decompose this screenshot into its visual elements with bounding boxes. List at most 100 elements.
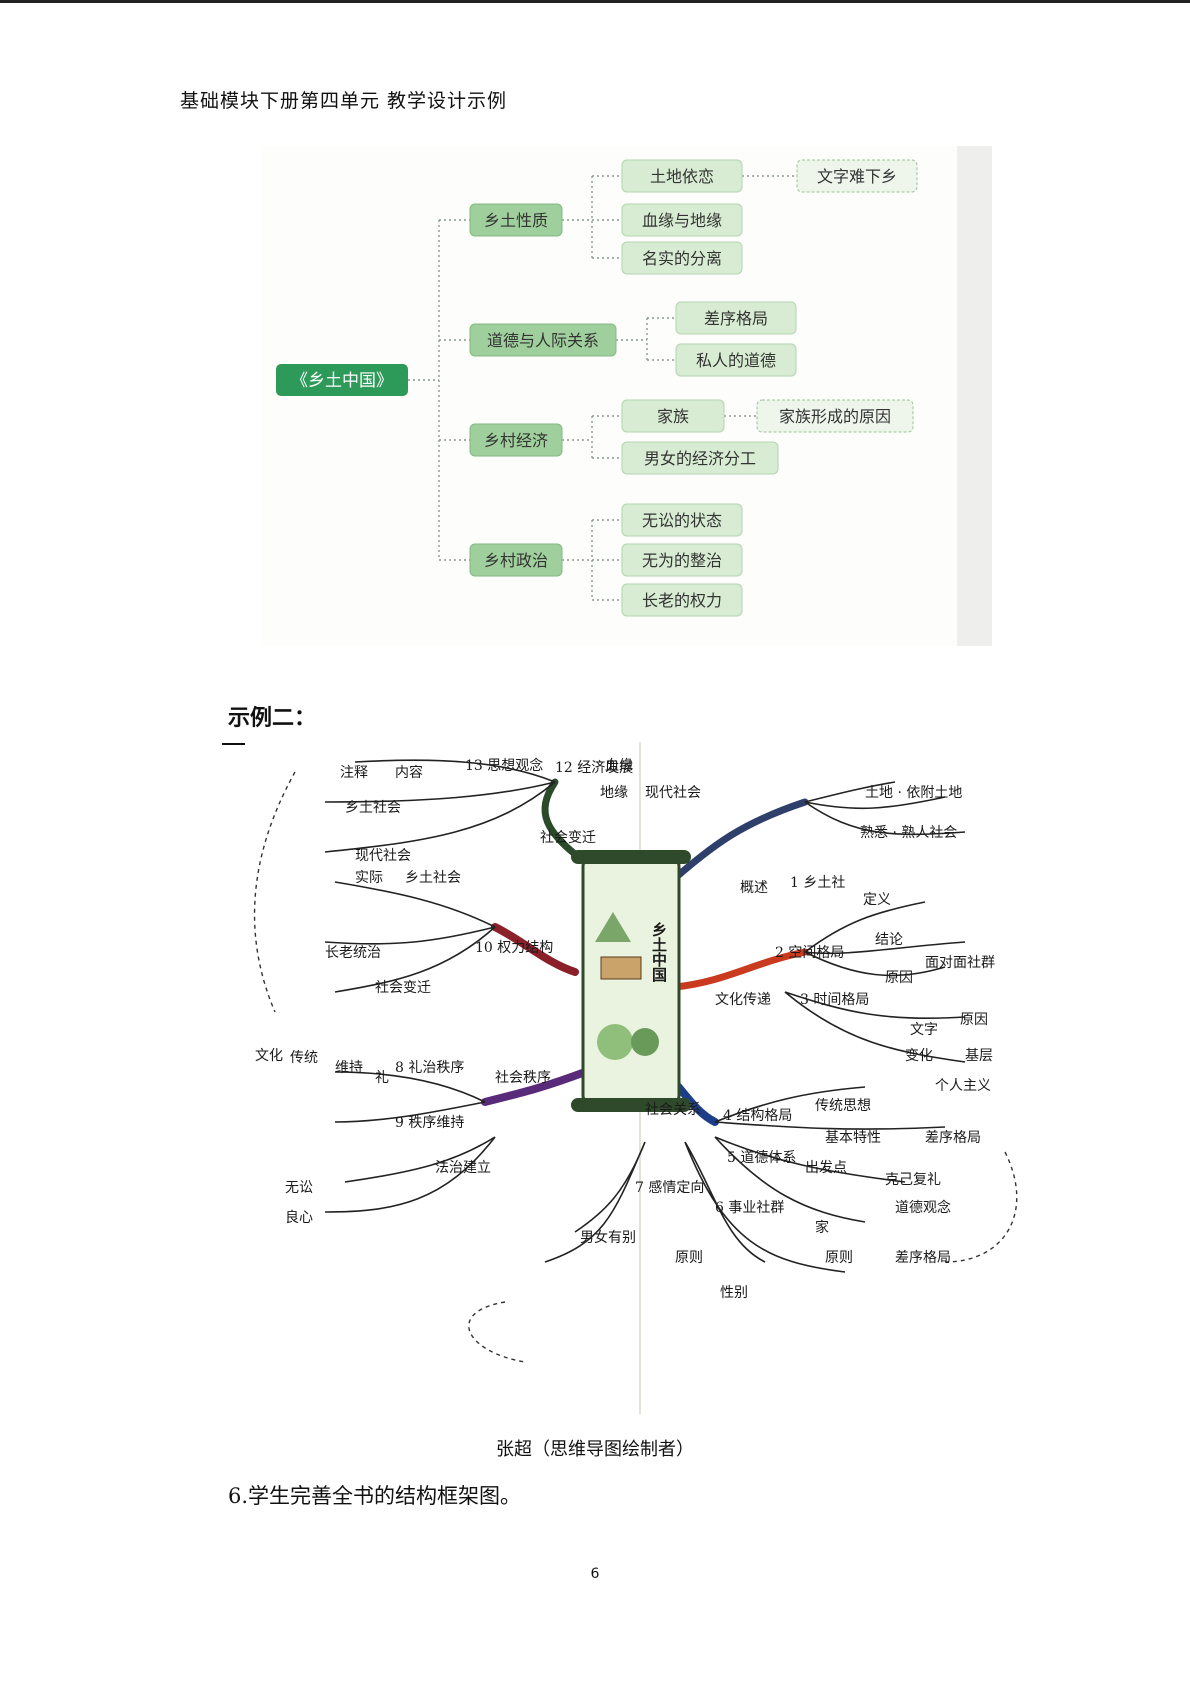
svg-text:5 道德体系: 5 道德体系 xyxy=(727,1150,796,1166)
tree-branch-node: 乡村政治 xyxy=(469,543,563,577)
figure-caption: 张超（思维导图绘制者） xyxy=(496,1439,694,1460)
svg-text:个人主义: 个人主义 xyxy=(935,1078,991,1094)
svg-text:乡土性质: 乡土性质 xyxy=(484,211,548,230)
svg-text:现代社会: 现代社会 xyxy=(355,848,411,864)
svg-text:血缘与地缘: 血缘与地缘 xyxy=(642,211,722,230)
tree-leaf-node: 名实的分离 xyxy=(621,241,743,275)
svg-text:3 时间格局: 3 时间格局 xyxy=(800,992,869,1008)
tree-branch-node: 道德与人际关系 xyxy=(469,323,617,357)
svg-text:6 事业社群: 6 事业社群 xyxy=(715,1200,784,1216)
svg-text:出发点: 出发点 xyxy=(805,1160,847,1176)
svg-text:熟悉 · 熟人社会: 熟悉 · 熟人社会 xyxy=(860,825,957,841)
mind-map-center-scroll xyxy=(571,850,691,1112)
svg-text:7 感情定向: 7 感情定向 xyxy=(635,1179,704,1196)
svg-text:9 秩序维持: 9 秩序维持 xyxy=(395,1115,464,1131)
svg-text:原则: 原则 xyxy=(825,1250,853,1266)
tree-leaf-node: 无为的整治 xyxy=(621,543,743,577)
svg-text:文字: 文字 xyxy=(910,1022,938,1038)
structure-tree-diagram: 《乡土中国》 乡土性质 道德与人际关系 乡村经济 乡村政治 土地依恋 血缘与地缘… xyxy=(262,146,992,646)
svg-text:社会秩序: 社会秩序 xyxy=(495,1070,551,1086)
svg-text:社会关系: 社会关系 xyxy=(645,1102,701,1118)
svg-text:道德与人际关系: 道德与人际关系 xyxy=(487,331,599,350)
svg-text:社会变迁: 社会变迁 xyxy=(540,830,596,846)
hand-drawn-mind-map: 乡土中国 1 乡土社 概述 土地 · 依附土地 熟悉 · 熟人社会 2 空间格局… xyxy=(245,742,1045,1414)
svg-text:10 权力结构: 10 权力结构 xyxy=(475,940,553,956)
mind-map-branch-labels: 1 乡土社 概述 土地 · 依附土地 熟悉 · 熟人社会 2 空间格局 定义 结… xyxy=(255,757,995,1301)
tree-branch-node: 乡土性质 xyxy=(469,203,563,237)
svg-text:乡土社会: 乡土社会 xyxy=(345,800,401,816)
tree-extra-node: 家族形成的原因 xyxy=(756,399,914,433)
svg-text:传统思想: 传统思想 xyxy=(815,1098,871,1114)
svg-text:无讼: 无讼 xyxy=(285,1180,313,1196)
svg-text:良心: 良心 xyxy=(285,1210,313,1226)
tree-leaf-node: 差序格局 xyxy=(675,301,797,335)
svg-text:无为的整治: 无为的整治 xyxy=(642,551,722,570)
svg-text:面对面社群: 面对面社群 xyxy=(925,955,995,971)
svg-text:原则: 原则 xyxy=(675,1250,703,1266)
svg-text:长老的权力: 长老的权力 xyxy=(642,591,722,610)
svg-text:12 经济发展: 12 经济发展 xyxy=(555,760,633,776)
section-title: 示例二： xyxy=(228,706,317,731)
svg-text:家: 家 xyxy=(815,1219,829,1236)
svg-text:乡村政治: 乡村政治 xyxy=(484,551,548,570)
tree-branch-node: 乡村经济 xyxy=(469,423,563,457)
svg-text:无讼的状态: 无讼的状态 xyxy=(642,511,722,530)
svg-text:法治建立: 法治建立 xyxy=(435,1160,491,1176)
page-header: 基础模块下册第四单元 教学设计示例 xyxy=(180,90,508,112)
mind-map-center-label: 乡土中国 xyxy=(650,921,668,983)
svg-text:基层: 基层 xyxy=(965,1047,993,1064)
svg-text:13 思想观念: 13 思想观念 xyxy=(465,757,543,774)
svg-text:文化传递: 文化传递 xyxy=(715,992,771,1008)
svg-text:实际: 实际 xyxy=(355,870,383,886)
svg-text:道德观念: 道德观念 xyxy=(895,1199,951,1216)
svg-text:私人的道德: 私人的道德 xyxy=(696,351,776,370)
tree-leaf-node: 长老的权力 xyxy=(621,583,743,617)
svg-text:乡村经济: 乡村经济 xyxy=(484,431,548,450)
svg-text:礼: 礼 xyxy=(375,1070,389,1086)
tree-extra-node: 文字难下乡 xyxy=(796,159,918,193)
svg-text:基本特性: 基本特性 xyxy=(825,1129,881,1146)
svg-text:2 空间格局: 2 空间格局 xyxy=(775,945,844,961)
svg-text:注释: 注释 xyxy=(340,765,368,781)
svg-text:差序格局: 差序格局 xyxy=(925,1130,981,1146)
step-text: 6.学生完善全书的结构框架图。 xyxy=(228,1484,522,1508)
svg-text:定义: 定义 xyxy=(863,892,891,908)
tree-leaf-node: 无讼的状态 xyxy=(621,503,743,537)
svg-text:家族: 家族 xyxy=(657,407,689,426)
svg-text:4 结构格局: 4 结构格局 xyxy=(723,1108,792,1124)
tree-root-label: 《乡土中国》 xyxy=(291,371,393,391)
svg-text:维持: 维持 xyxy=(335,1060,363,1076)
svg-text:文字难下乡: 文字难下乡 xyxy=(817,167,897,186)
svg-text:血缘: 血缘 xyxy=(605,758,633,774)
svg-text:变化: 变化 xyxy=(905,1048,933,1064)
svg-text:结论: 结论 xyxy=(875,932,903,948)
svg-text:地缘: 地缘 xyxy=(600,785,628,801)
tree-root-node xyxy=(276,364,408,396)
svg-text:差序格局: 差序格局 xyxy=(704,309,768,328)
tree-leaf-node: 私人的道德 xyxy=(675,343,797,377)
svg-text:长老统治: 长老统治 xyxy=(325,945,381,961)
svg-text:内容: 内容 xyxy=(395,764,423,781)
svg-text:性别: 性别 xyxy=(720,1285,748,1301)
tree-leaf-node: 家族 xyxy=(621,399,725,433)
svg-text:男女有别: 男女有别 xyxy=(580,1229,636,1246)
svg-text:土地依恋: 土地依恋 xyxy=(650,167,714,186)
svg-text:名实的分离: 名实的分离 xyxy=(642,249,722,268)
tree-leaf-node: 土地依恋 xyxy=(621,159,743,193)
svg-text:现代社会: 现代社会 xyxy=(645,785,701,801)
svg-text:男女的经济分工: 男女的经济分工 xyxy=(644,449,756,468)
svg-text:文化: 文化 xyxy=(255,1048,283,1064)
svg-text:原因: 原因 xyxy=(885,970,913,986)
svg-text:概述: 概述 xyxy=(740,880,768,896)
svg-text:家族形成的原因: 家族形成的原因 xyxy=(779,407,891,426)
page-number: 6 xyxy=(590,1566,600,1582)
top-rule xyxy=(0,0,1190,3)
tree-leaf-node: 男女的经济分工 xyxy=(621,441,779,475)
svg-text:克己复礼: 克己复礼 xyxy=(885,1171,941,1188)
svg-text:土地 · 依附土地: 土地 · 依附土地 xyxy=(865,785,962,801)
svg-text:8 礼治秩序: 8 礼治秩序 xyxy=(395,1060,464,1076)
svg-text:社会变迁: 社会变迁 xyxy=(375,980,431,996)
svg-text:原因: 原因 xyxy=(960,1012,988,1028)
svg-text:乡土社会: 乡土社会 xyxy=(405,870,461,886)
svg-text:1 乡土社: 1 乡土社 xyxy=(790,875,845,891)
